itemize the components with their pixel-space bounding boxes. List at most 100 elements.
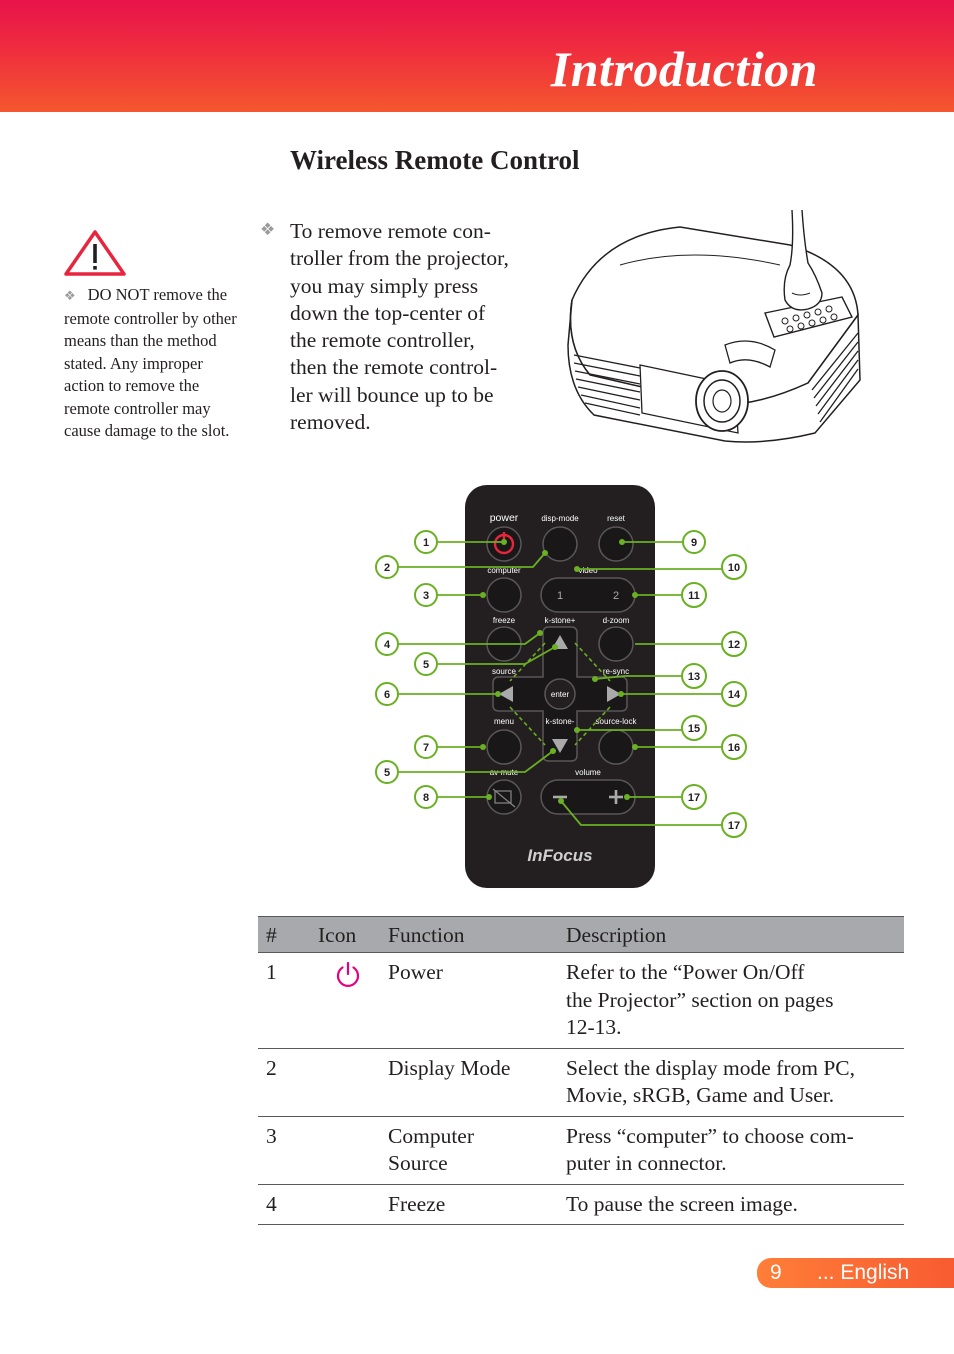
callout-17b: 17 bbox=[728, 820, 740, 832]
description-line: Press “computer” to choose com- bbox=[566, 1123, 854, 1148]
header-num: # bbox=[258, 916, 302, 953]
dzoom-button bbox=[598, 626, 634, 662]
description-line: To pause the screen image. bbox=[566, 1191, 798, 1216]
source-label: source bbox=[492, 667, 517, 676]
table-row: 4 Freeze To pause the screen image. bbox=[258, 1184, 904, 1225]
callout-5b: 5 bbox=[384, 767, 390, 779]
callout-12: 12 bbox=[728, 639, 740, 651]
volume-label: volume bbox=[575, 768, 601, 777]
description-line: 12-13. bbox=[566, 1015, 622, 1039]
callout-17: 17 bbox=[688, 792, 700, 804]
intro-line: then the remote control- bbox=[290, 355, 498, 380]
description-line: Select the display mode from PC, bbox=[566, 1055, 856, 1080]
video-1-label: 1 bbox=[557, 590, 563, 602]
right-arrow-icon bbox=[607, 686, 621, 702]
intro-line: down the top-center of bbox=[290, 300, 486, 325]
enter-label: enter bbox=[551, 690, 570, 699]
callout-11: 11 bbox=[688, 590, 700, 602]
callout-anchor-dots bbox=[480, 539, 638, 804]
intro-line: the remote controller, bbox=[290, 328, 475, 353]
header-icon: Icon bbox=[302, 916, 380, 953]
intro-line: removed. bbox=[290, 410, 371, 435]
callout-13: 13 bbox=[688, 671, 700, 683]
video-label: video bbox=[578, 566, 598, 575]
row-icon bbox=[302, 1184, 380, 1225]
page-tab bbox=[757, 1258, 954, 1288]
power-icon bbox=[336, 961, 360, 987]
function-line: Power bbox=[388, 960, 443, 984]
menu-button bbox=[486, 729, 522, 765]
freeze-label: freeze bbox=[493, 616, 516, 625]
chapter-title: Introduction bbox=[550, 41, 818, 97]
callout-9: 9 bbox=[691, 537, 697, 549]
warning-text: ❖DO NOT remove the remote controller by … bbox=[64, 284, 242, 443]
disp-mode-button bbox=[542, 526, 578, 562]
callout-16: 16 bbox=[728, 742, 740, 754]
table-row: 3 Computer Source Press “computer” to ch… bbox=[258, 1116, 904, 1185]
callout-5: 5 bbox=[423, 659, 429, 671]
warning-body: DO NOT remove the remote controller by o… bbox=[64, 285, 237, 440]
remote-control-figure: power disp-mode reset computer video 1 2… bbox=[375, 485, 747, 888]
callout-15: 15 bbox=[688, 723, 700, 735]
power-label: power bbox=[490, 512, 519, 524]
page-number: 9 bbox=[770, 1261, 782, 1284]
callout-6: 6 bbox=[384, 689, 390, 701]
dzoom-label: d-zoom bbox=[603, 616, 630, 625]
computer-button bbox=[486, 577, 522, 613]
function-line: Computer bbox=[388, 1123, 474, 1148]
callout-2: 2 bbox=[384, 562, 390, 574]
page-language: ... English bbox=[817, 1261, 910, 1284]
function-line: Source bbox=[388, 1151, 448, 1175]
warning-triangle-icon bbox=[64, 230, 126, 276]
intro-paragraph: To remove remote con- troller from the p… bbox=[290, 218, 555, 436]
function-line: Freeze bbox=[388, 1191, 446, 1216]
row-icon bbox=[302, 1116, 380, 1185]
row-description: To pause the screen image. bbox=[558, 1184, 904, 1225]
row-function: Computer Source bbox=[380, 1116, 558, 1185]
menu-label: menu bbox=[494, 717, 514, 726]
table-row: 1 Power Refer to the “Power On/Off the P… bbox=[258, 952, 904, 1049]
av-mute-icon bbox=[494, 790, 512, 804]
dpad-callout-dashes bbox=[509, 642, 611, 746]
warning-note: ❖DO NOT remove the remote controller by … bbox=[64, 230, 242, 443]
row-function: Power bbox=[380, 952, 558, 1049]
callout-14: 14 bbox=[728, 689, 741, 701]
disp-mode-label: disp-mode bbox=[541, 514, 579, 523]
source-lock-button bbox=[598, 729, 634, 765]
description-line: Movie, sRGB, Game and User. bbox=[566, 1083, 835, 1107]
projector-illustration bbox=[567, 209, 861, 443]
enter-button bbox=[544, 678, 576, 710]
row-num: 2 bbox=[258, 1048, 302, 1117]
reset-label: reset bbox=[607, 514, 626, 523]
video-button-group bbox=[540, 577, 636, 613]
left-arrow-icon bbox=[499, 686, 513, 702]
callout-10: 10 bbox=[728, 562, 740, 574]
down-arrow-icon bbox=[552, 739, 568, 753]
computer-label: computer bbox=[487, 566, 521, 575]
resync-label: re-sync bbox=[603, 667, 629, 676]
source-lock-label: source-lock bbox=[596, 717, 638, 726]
diamond-bullet-icon: ❖ bbox=[64, 288, 76, 303]
row-num: 1 bbox=[258, 952, 302, 1049]
row-description: Select the display mode from PC, Movie, … bbox=[558, 1048, 904, 1117]
reset-button bbox=[598, 526, 634, 562]
callout-4: 4 bbox=[384, 639, 391, 651]
row-description: Refer to the “Power On/Off the Projector… bbox=[558, 952, 904, 1049]
row-function: Display Mode bbox=[380, 1048, 558, 1117]
callout-3: 3 bbox=[423, 590, 429, 602]
kstone-plus-label: k-stone+ bbox=[545, 616, 576, 625]
diamond-bullet-icon: ❖ bbox=[260, 220, 276, 239]
callout-8: 8 bbox=[423, 792, 429, 804]
callout-1: 1 bbox=[423, 537, 429, 549]
row-num: 4 bbox=[258, 1184, 302, 1225]
row-icon bbox=[302, 952, 380, 1049]
video-2-label: 2 bbox=[613, 590, 619, 602]
row-icon bbox=[302, 1048, 380, 1117]
intro-line: troller from the projector, bbox=[290, 246, 509, 271]
header-band bbox=[0, 0, 954, 112]
callout-badges: 1 2 3 4 5 6 7 5 8 9 10 11 12 13 14 15 16… bbox=[375, 530, 747, 838]
brand-logo: InFocus bbox=[527, 846, 592, 865]
description-line: the Projector” section on pages bbox=[566, 987, 834, 1012]
table-row: 2 Display Mode Select the display mode f… bbox=[258, 1048, 904, 1117]
kstone-minus-label: k-stone- bbox=[546, 717, 575, 726]
